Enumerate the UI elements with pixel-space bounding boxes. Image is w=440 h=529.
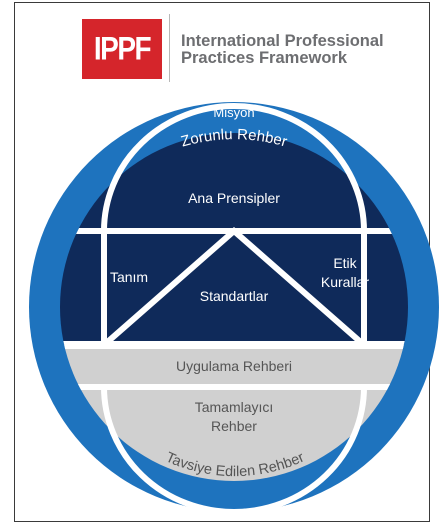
definition-label: Tanım xyxy=(110,269,148,285)
ippf-logo: IPPF xyxy=(82,19,162,79)
supplemental-label-line2: Rehber xyxy=(211,418,257,434)
header-title-line1: International Professional xyxy=(181,32,384,50)
header-title: International Professional Practices Fra… xyxy=(181,33,421,67)
logo-text: IPPF xyxy=(93,30,152,67)
standards-label: Standartlar xyxy=(200,288,269,304)
ethics-label-line2: Kurallar xyxy=(321,274,370,290)
core-principles-label: Ana Prensipler xyxy=(188,190,280,206)
standards-triangle xyxy=(102,227,366,348)
principles-arc xyxy=(101,103,367,232)
supplemental-arc xyxy=(101,386,367,515)
header-title-line2: Practices Framework xyxy=(181,49,348,67)
implementation-guidance-label: Uygulama Rehberi xyxy=(176,358,292,374)
header-separator xyxy=(169,14,170,82)
mission-label: Misyon xyxy=(213,105,254,120)
supplemental-label-line1: Tamamlayıcı xyxy=(195,399,274,415)
ethics-label-line1: Etik xyxy=(333,255,357,271)
